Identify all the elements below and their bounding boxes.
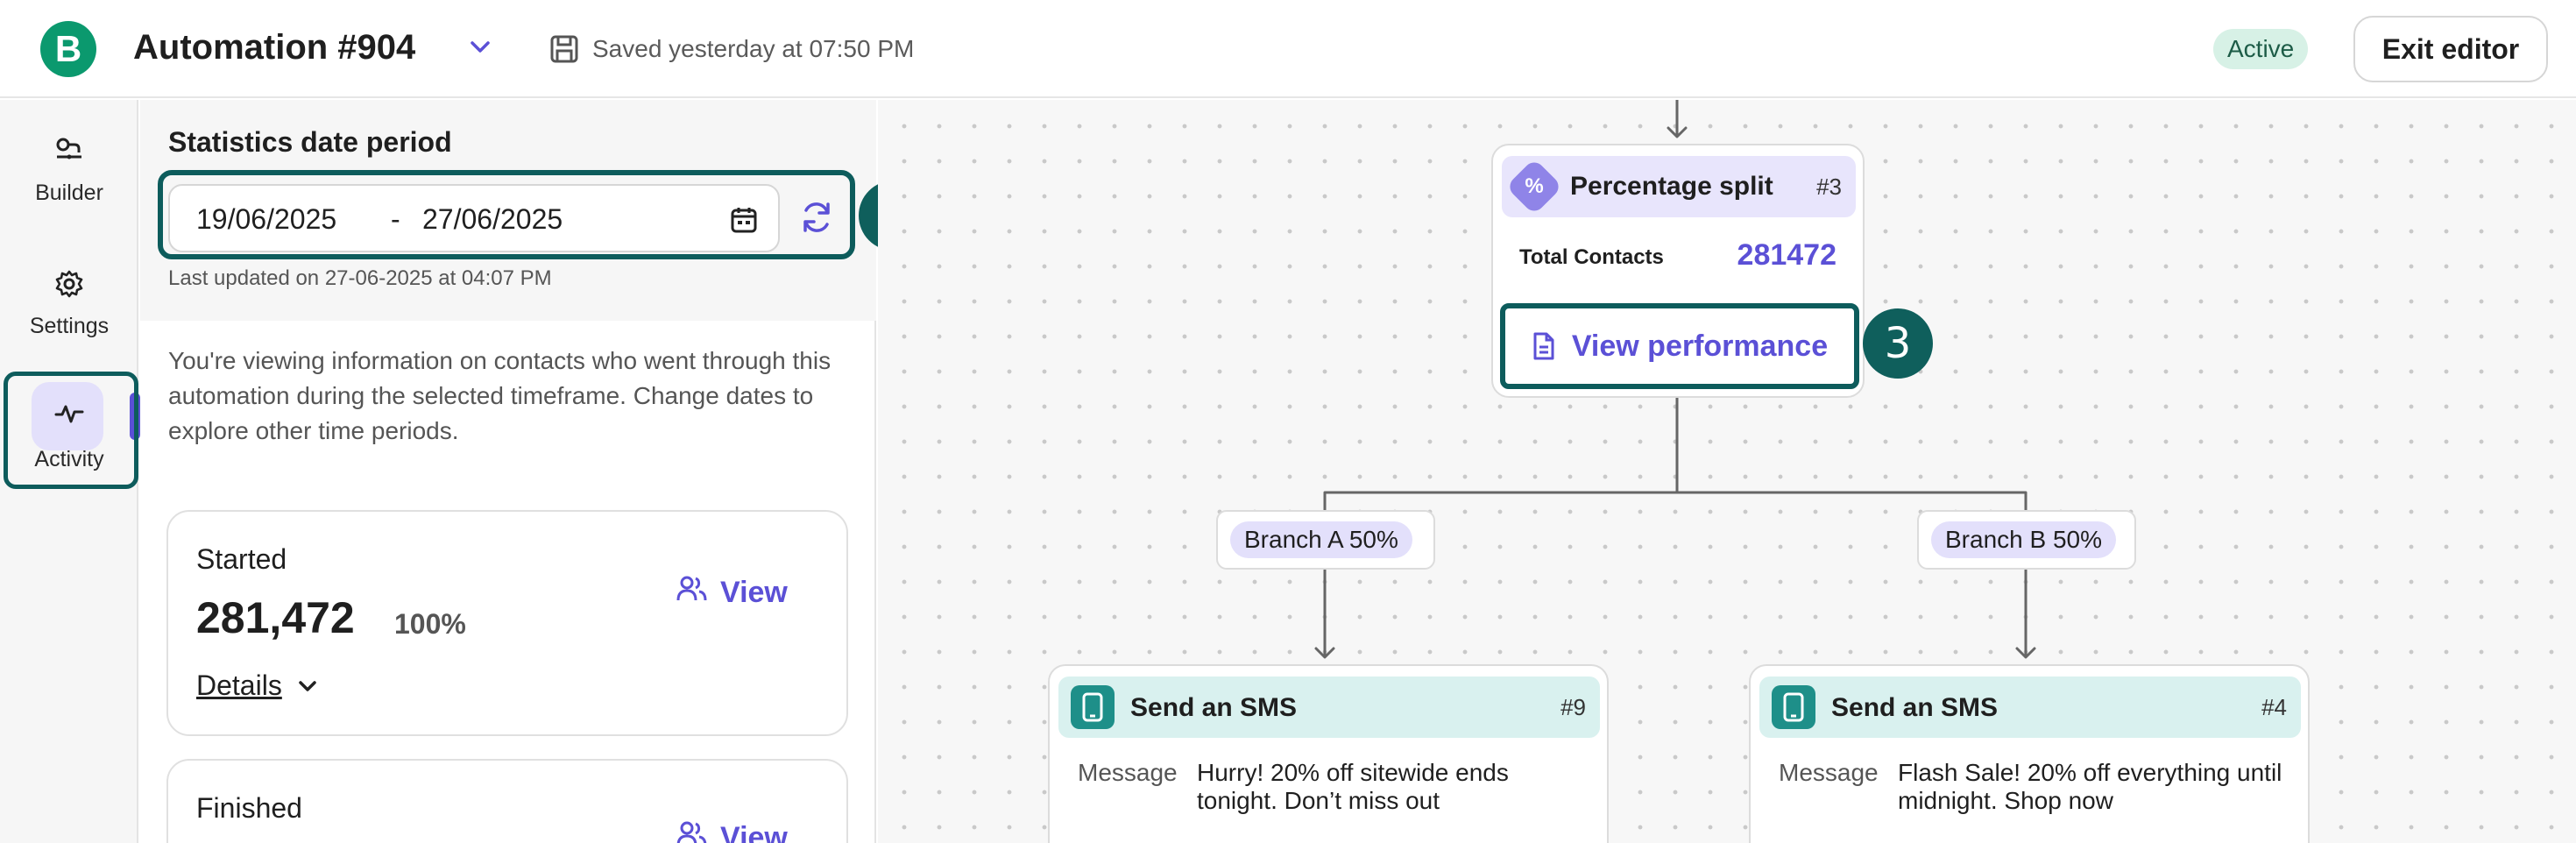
save-icon xyxy=(548,33,580,65)
date-to: 27/06/2025 xyxy=(422,203,563,235)
date-from: 19/06/2025 xyxy=(196,203,337,235)
workflow-canvas[interactable]: % Percentage split #3 Total Contacts 281… xyxy=(878,100,2576,843)
sms-node-title: Send an SMS xyxy=(1831,693,1999,722)
date-separator: - xyxy=(391,203,400,235)
date-range-highlight-box xyxy=(158,170,855,259)
details-label: Details xyxy=(196,669,282,701)
calendar-icon[interactable] xyxy=(729,205,759,235)
sms-node-title: Send an SMS xyxy=(1130,693,1298,722)
total-contacts-label: Total Contacts xyxy=(1519,245,1664,269)
stat-percent: 100% xyxy=(394,608,466,640)
callout-badge-3: 3 xyxy=(1863,308,1933,379)
refresh-icon[interactable] xyxy=(797,198,836,237)
exit-editor-button[interactable]: Exit editor xyxy=(2353,16,2548,82)
sms-node-4[interactable]: Send an SMS #4 Message Flash Sale! 20% o… xyxy=(1749,664,2310,843)
view-performance-highlight-box: View performance xyxy=(1500,303,1859,389)
last-updated-text: Last updated on 27-06-2025 at 04:07 PM xyxy=(168,266,552,290)
percentage-icon-glyph: % xyxy=(1525,174,1544,198)
activity-highlight-box xyxy=(4,372,138,489)
split-node-header: % Percentage split #3 xyxy=(1502,156,1856,217)
rail-item-builder[interactable]: Builder xyxy=(0,131,138,206)
chevron-down-icon xyxy=(299,680,316,691)
info-text: You're viewing information on contacts w… xyxy=(168,347,832,444)
branch-b-label[interactable]: Branch B 50% xyxy=(1917,510,2136,570)
branch-b-text: Branch B 50% xyxy=(1931,521,2116,558)
statistics-panel: Statistics date period 19/06/2025 - 27/0… xyxy=(140,100,876,843)
left-rail: Builder Settings Activity xyxy=(0,100,140,843)
stat-value: 281,472 xyxy=(196,593,355,642)
period-title: Statistics date period xyxy=(168,126,452,158)
branch-a-label[interactable]: Branch A 50% xyxy=(1216,510,1435,570)
rail-item-activity[interactable]: Activity xyxy=(0,394,138,472)
stat-label: Finished xyxy=(196,792,302,824)
chevron-down-icon[interactable] xyxy=(464,32,496,63)
sms-node-header: Send an SMS #9 xyxy=(1058,677,1600,738)
view-contacts-button[interactable]: View xyxy=(676,575,788,611)
date-range-input[interactable]: 19/06/2025 - 27/06/2025 xyxy=(168,184,780,252)
users-icon xyxy=(676,575,708,611)
automation-title: Automation #904 xyxy=(133,28,416,67)
sms-node-number: #4 xyxy=(2261,694,2287,720)
sms-node-9[interactable]: Send an SMS #9 Message Hurry! 20% off si… xyxy=(1048,664,1609,843)
document-icon xyxy=(1533,332,1554,360)
arrow-head xyxy=(1314,647,1335,659)
saved-status-text: Saved yesterday at 07:50 PM xyxy=(592,35,915,62)
message-label: Message xyxy=(1779,759,1879,786)
gear-icon xyxy=(50,265,88,303)
view-label: View xyxy=(720,576,788,609)
activity-icon xyxy=(50,394,88,433)
split-connector xyxy=(1323,396,2028,503)
stat-card-finished: Finished View xyxy=(166,759,848,843)
split-node-number: #3 xyxy=(1816,174,1842,200)
phone-icon xyxy=(1772,685,1815,729)
users-icon xyxy=(676,820,708,843)
message-text: Hurry! 20% off sitewide ends tonight. Do… xyxy=(1197,759,1509,814)
rail-active-background xyxy=(32,382,103,450)
details-toggle[interactable]: Details xyxy=(196,669,317,702)
branch-a-text: Branch A 50% xyxy=(1230,521,1412,558)
split-node-title: Percentage split xyxy=(1570,172,1773,201)
phone-icon xyxy=(1071,685,1115,729)
brand-logo-letter: B xyxy=(54,28,82,69)
top-header: B Automation #904 Saved yesterday at 07:… xyxy=(0,0,2576,98)
sms-node-header: Send an SMS #4 xyxy=(1759,677,2301,738)
view-performance-label: View performance xyxy=(1571,329,1829,363)
status-badge: Active xyxy=(2213,29,2309,69)
branch-stub xyxy=(1323,499,2028,514)
rail-item-label: Builder xyxy=(35,181,103,205)
rail-item-settings[interactable]: Settings xyxy=(0,265,138,339)
arrow-head xyxy=(1667,126,1688,138)
builder-icon xyxy=(50,131,88,170)
brand-logo[interactable]: B xyxy=(40,21,96,77)
rail-item-label: Activity xyxy=(34,447,104,471)
rail-item-label: Settings xyxy=(29,314,110,338)
view-label: View xyxy=(720,821,788,843)
stat-label: Started xyxy=(196,543,287,575)
sms-node-number: #9 xyxy=(1560,694,1586,720)
message-text: Flash Sale! 20% off everything until mid… xyxy=(1898,759,2282,814)
view-contacts-button[interactable]: View xyxy=(676,820,788,843)
total-contacts-value: 281472 xyxy=(1737,238,1836,272)
stat-card-started: Started 281,472 100% View Details xyxy=(166,510,848,736)
message-label: Message xyxy=(1078,759,1178,786)
percentage-split-node[interactable]: % Percentage split #3 Total Contacts 281… xyxy=(1491,144,1865,398)
arrow-head xyxy=(2015,647,2036,659)
view-performance-button[interactable]: View performance xyxy=(1505,308,1854,384)
